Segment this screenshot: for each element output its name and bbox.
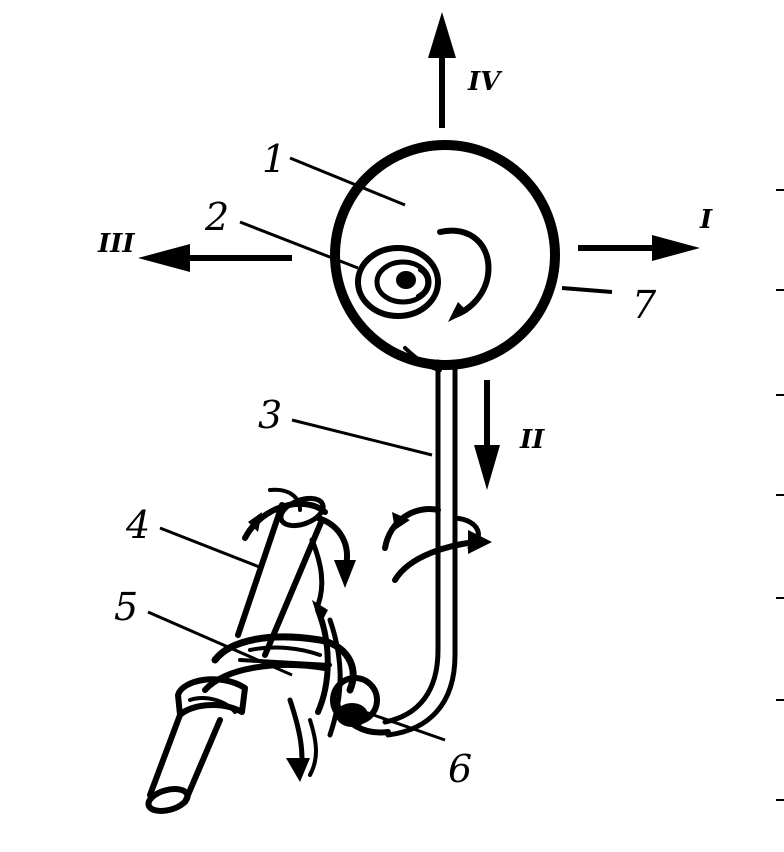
leader-2	[239, 220, 359, 270]
direction-label-1: I	[699, 205, 713, 235]
edge-ticks	[776, 189, 784, 801]
direction-label-4: IV	[467, 67, 503, 97]
leader-7	[561, 286, 613, 294]
leader-5	[147, 610, 293, 677]
label-4: 4	[125, 503, 150, 547]
connector	[330, 675, 391, 736]
arrow-up	[428, 12, 456, 128]
hub	[355, 245, 441, 319]
label-6: 6	[448, 747, 472, 791]
leader-1	[289, 156, 406, 207]
label-7: 7	[632, 283, 657, 327]
label-5: 5	[114, 585, 138, 629]
leader-6	[364, 710, 446, 742]
leader-3	[291, 418, 433, 457]
wheel	[330, 140, 560, 370]
direction-label-2: II	[519, 425, 545, 455]
rod-rotation-arrows	[382, 506, 492, 583]
label-1: 1	[262, 137, 286, 181]
handle	[235, 487, 356, 658]
arrow-left	[138, 244, 292, 272]
shaft	[145, 676, 248, 814]
direction-label-3: III	[97, 229, 135, 259]
label-2: 2	[204, 195, 229, 239]
arrow-down	[474, 380, 500, 490]
clamp	[202, 600, 357, 782]
leader-4	[159, 526, 263, 570]
label-3: 3	[258, 393, 282, 437]
leader-lines	[147, 156, 446, 742]
arrow-right	[578, 235, 700, 261]
rod	[382, 346, 458, 738]
